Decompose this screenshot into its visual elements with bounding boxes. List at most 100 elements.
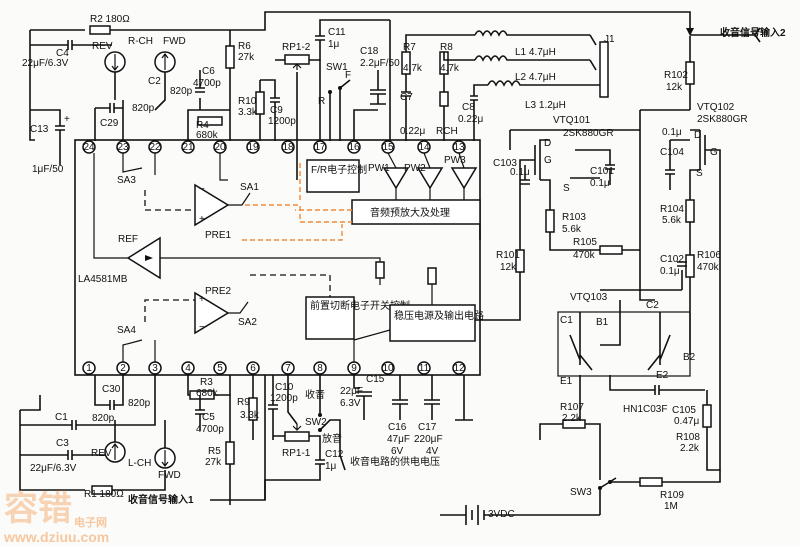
svg-text:680k: 680k — [196, 388, 219, 399]
svg-text:C17: C17 — [418, 422, 437, 433]
svg-text:L-CH: L-CH — [128, 458, 151, 469]
svg-text:C102: C102 — [660, 254, 684, 265]
svg-text:C9: C9 — [270, 105, 283, 116]
sw2-switch — [319, 375, 341, 455]
svg-text:1μ: 1μ — [325, 461, 337, 472]
svg-text:14: 14 — [418, 142, 430, 153]
c104-capacitor — [665, 139, 690, 190]
r105-resistor — [599, 245, 623, 255]
watermark-logo: 容错 — [4, 490, 72, 528]
svg-text:8: 8 — [317, 363, 323, 374]
c18-capacitor — [370, 89, 386, 95]
svg-text:22μF/6.3V: 22μF/6.3V — [22, 58, 69, 69]
svg-text:470k: 470k — [697, 262, 720, 273]
svg-text:0.1μ: 0.1μ — [510, 167, 530, 178]
c3-capacitor — [20, 450, 112, 460]
svg-text:R: R — [318, 96, 325, 107]
svg-text:6: 6 — [250, 363, 256, 374]
svg-text:5.6k: 5.6k — [662, 215, 682, 226]
svg-text:SW2: SW2 — [305, 417, 327, 428]
svg-text:23: 23 — [117, 142, 129, 153]
svg-text:17: 17 — [314, 142, 326, 153]
svg-text:47μF: 47μF — [387, 434, 410, 445]
svg-text:E2: E2 — [656, 370, 669, 381]
svg-text:680k: 680k — [196, 130, 219, 141]
svg-text:0.1μ: 0.1μ — [590, 178, 610, 189]
svg-text:R105: R105 — [573, 237, 597, 248]
svg-text:L3 1.2μH: L3 1.2μH — [525, 100, 566, 111]
svg-text:C13: C13 — [30, 124, 49, 135]
svg-text:9: 9 — [351, 363, 357, 374]
svg-text:4V: 4V — [426, 446, 439, 457]
svg-text:R-CH: R-CH — [128, 36, 153, 47]
svg-text:VTQ102: VTQ102 — [697, 102, 735, 113]
svg-text:R103: R103 — [562, 212, 586, 223]
svg-text:R107: R107 — [560, 402, 584, 413]
svg-text:R8: R8 — [440, 42, 453, 53]
svg-text:R3: R3 — [200, 377, 213, 388]
svg-text:S: S — [563, 183, 570, 194]
svg-text:R101: R101 — [496, 250, 520, 261]
vtq103-transistor — [557, 311, 691, 377]
sa3-label: SA3 — [117, 175, 136, 186]
c1-capacitor — [20, 375, 156, 430]
regulator-label: 稳压电源及输出电路 — [394, 309, 484, 322]
svg-text:4.7k: 4.7k — [440, 63, 460, 74]
c29-capacitor — [95, 103, 123, 113]
svg-text:F: F — [345, 70, 351, 81]
sa4-label: SA4 — [117, 325, 136, 336]
radio-input-1-label: 收音信号输入1 — [128, 493, 194, 506]
svg-text:REV: REV — [92, 41, 113, 52]
svg-text:22μF/6.3V: 22μF/6.3V — [30, 463, 77, 474]
svg-text:2SK880GR: 2SK880GR — [563, 128, 614, 139]
svg-text:C105: C105 — [672, 405, 696, 416]
r104-resistor — [685, 199, 695, 223]
svg-text:SW3: SW3 — [570, 487, 592, 498]
signal-path-upper — [245, 204, 352, 223]
r108-resistor — [702, 404, 712, 428]
svg-text:C1: C1 — [560, 315, 573, 326]
svg-text:15: 15 — [382, 142, 394, 153]
svg-text:22: 22 — [149, 142, 161, 153]
svg-text:+: + — [64, 114, 70, 125]
c7-capacitor — [401, 74, 411, 141]
svg-text:C5: C5 — [202, 412, 215, 423]
ic-bottom-pins: 1 2 3 4 5 6 7 8 9 10 11 12 — [82, 361, 466, 375]
c30-capacitor — [94, 375, 124, 410]
svg-text:C11: C11 — [328, 27, 346, 38]
fr-control-label: F/R电子控制 — [311, 163, 367, 176]
svg-text:R108: R108 — [676, 432, 700, 443]
svg-text:+: + — [199, 214, 205, 225]
svg-text:R102: R102 — [664, 70, 688, 81]
radio-power-label: 收音电路的供电电压 — [350, 455, 440, 468]
watermark-sub: 电子网 — [74, 515, 107, 529]
preamp-cut-block — [305, 296, 355, 340]
svg-text:16: 16 — [348, 142, 360, 153]
svg-text:C7: C7 — [400, 92, 413, 103]
svg-text:C3: C3 — [56, 438, 69, 449]
l3-inductor — [487, 80, 600, 87]
svg-text:R2 180Ω: R2 180Ω — [90, 14, 130, 25]
ic-body — [74, 139, 481, 376]
svg-text:L1 4.7μH: L1 4.7μH — [515, 47, 556, 58]
svg-text:820p: 820p — [128, 398, 151, 409]
svg-text:0.47μ: 0.47μ — [674, 416, 699, 427]
sa1-label: SA1 — [240, 182, 259, 193]
l1-inductor — [474, 30, 590, 37]
svg-text:C101: C101 — [590, 166, 614, 177]
svg-text:470k: 470k — [573, 250, 596, 261]
c105-capacitor — [654, 385, 660, 395]
svg-text:C18: C18 — [360, 46, 379, 57]
r106-resistor — [685, 254, 695, 278]
svg-text:1: 1 — [86, 363, 92, 374]
svg-text:27k: 27k — [238, 52, 255, 63]
preamp-cut-label: 前置切断电子开关控制 — [310, 299, 410, 312]
r5-resistor — [225, 441, 235, 465]
svg-text:R109: R109 — [660, 490, 684, 501]
c10-capacitor — [268, 404, 278, 410]
svg-text:0.1μ: 0.1μ — [662, 127, 682, 138]
svg-text:RP1-1: RP1-1 — [282, 448, 311, 459]
svg-text:收音: 收音 — [305, 388, 325, 401]
svg-text:3.3k: 3.3k — [240, 410, 260, 421]
